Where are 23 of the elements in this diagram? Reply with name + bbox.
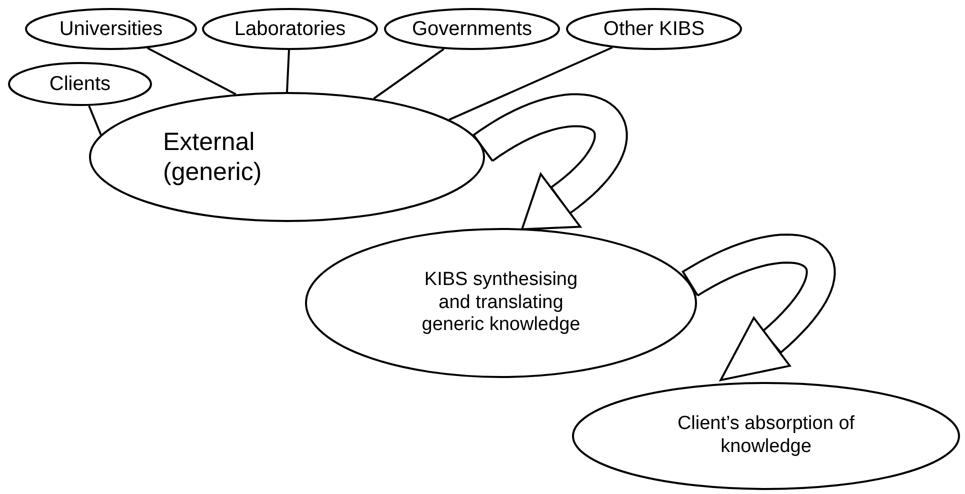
node-label: KIBS synthesising and translating generic knowledge — [420, 268, 582, 338]
node-label: Client’s absorption of knowledge — [676, 413, 856, 459]
ellipse-node — [384, 8, 560, 50]
node-label: External (generic) — [163, 127, 263, 187]
ellipse-node — [572, 382, 960, 490]
connector-line — [286, 50, 290, 92]
curved-block-arrow — [472, 93, 628, 230]
node-label: Laboratories — [234, 17, 346, 41]
ellipse-node — [566, 8, 742, 50]
ellipse-node — [89, 92, 485, 222]
connector-line — [146, 47, 236, 96]
ellipse-node — [8, 62, 152, 106]
ellipse-node — [305, 228, 697, 378]
ellipse-node — [25, 8, 197, 50]
node-label: Governments — [412, 17, 532, 41]
connector-line — [88, 105, 102, 136]
connector-line — [373, 48, 444, 100]
node-label: Universities — [59, 17, 163, 41]
ellipse-node — [202, 8, 378, 50]
node-label: Clients — [49, 72, 111, 96]
curved-block-arrow — [682, 234, 836, 382]
node-label: Other KIBS — [603, 17, 705, 41]
connector-line — [448, 46, 613, 121]
